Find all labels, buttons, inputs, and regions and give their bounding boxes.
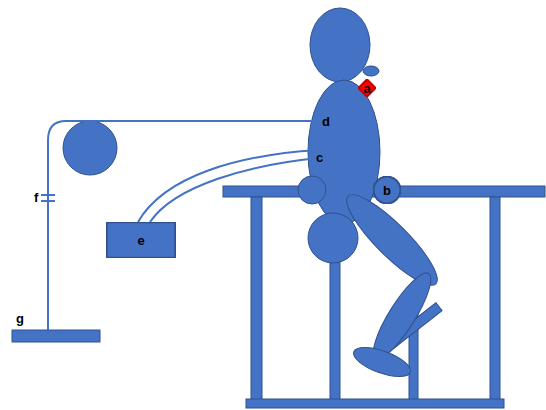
part-label: f: [34, 191, 38, 204]
wire: [150, 158, 318, 222]
table-bottom-rail: [246, 399, 504, 408]
node-label: b: [383, 184, 391, 197]
node-label: e: [137, 234, 144, 247]
wire: [138, 150, 318, 222]
point-label: c: [316, 151, 323, 164]
pulley: [63, 121, 117, 175]
red-marker-diamond: a: [358, 79, 376, 97]
buttock: [308, 213, 358, 263]
nose: [363, 66, 379, 76]
cable: [48, 121, 330, 330]
base-plate: [12, 330, 100, 342]
part-label: g: [16, 312, 24, 325]
head: [310, 8, 370, 82]
table-leg: [251, 197, 262, 403]
table-leg: [490, 197, 500, 403]
cable-coupling: [41, 195, 55, 201]
device-box: e: [106, 222, 176, 258]
foot: [350, 341, 414, 382]
point-label: d: [322, 115, 330, 128]
arm: [298, 176, 326, 204]
arm-circle: b: [373, 176, 401, 204]
node-label: a: [363, 82, 370, 95]
